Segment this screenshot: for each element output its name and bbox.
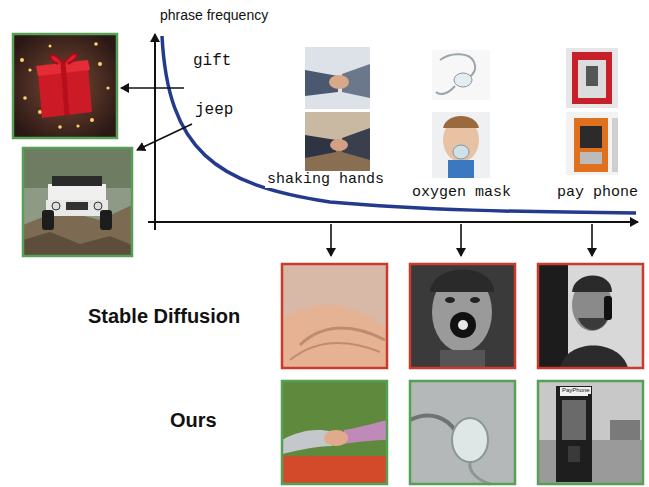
row-label: Ours xyxy=(168,409,219,432)
sign-text: PayPhone xyxy=(561,387,591,394)
sd-handshake xyxy=(282,264,387,368)
handshake-photos xyxy=(305,47,370,175)
phrase-label: gift xyxy=(191,52,233,70)
phrase-label: pay phone xyxy=(555,184,640,201)
row-label: Stable Diffusion xyxy=(86,305,242,328)
ours-pay-phone xyxy=(538,381,643,484)
ours-handshake xyxy=(282,381,387,484)
phrase-label: jeep xyxy=(193,101,235,119)
sd-oxygen-mask xyxy=(410,264,515,368)
oxygen-mask-photos xyxy=(432,50,490,178)
phrase-label: shaking hands xyxy=(265,171,386,188)
gift-photo xyxy=(13,34,117,138)
leader-arrows xyxy=(121,88,592,256)
phrase-label: oxygen mask xyxy=(410,184,513,201)
pay-phone-photos xyxy=(566,48,618,175)
jeep-photo xyxy=(23,148,132,256)
ours-oxygen-mask xyxy=(410,381,515,484)
axis-title: phrase frequency xyxy=(158,7,270,23)
sd-pay-phone xyxy=(538,264,643,368)
